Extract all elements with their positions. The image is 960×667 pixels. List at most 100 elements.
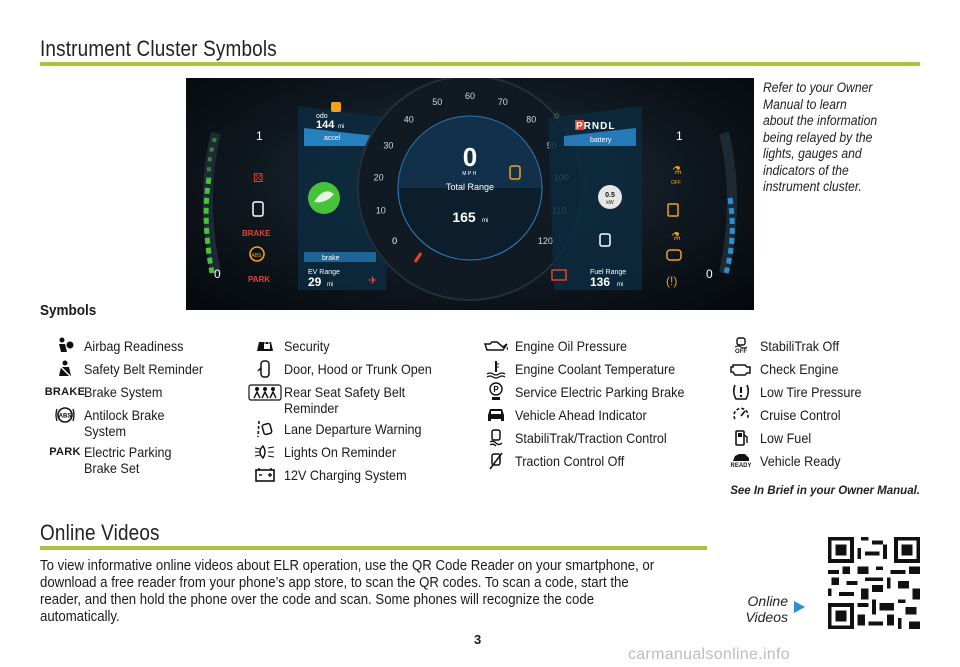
- svg-text:ABS: ABS: [59, 414, 72, 420]
- stabilitrak-off-warning-icon: ⚗: [672, 165, 682, 177]
- symbol-label: Vehicle Ahead Indicator: [515, 407, 647, 423]
- speed-tick-label: 70: [498, 97, 508, 107]
- ev-range-label: EV Range: [308, 269, 340, 276]
- symbol-label: Antilock Brake System: [84, 407, 165, 439]
- right-bar-gauge: [719, 131, 737, 275]
- videos-body-text: To view informative online videos about …: [40, 557, 655, 625]
- airbag-readiness-icon: [46, 336, 84, 356]
- symbol-label: Low Tire Pressure: [760, 384, 862, 400]
- symbol-label: Security: [284, 338, 330, 354]
- symbol-item: ABS Antilock Brake System: [46, 405, 216, 439]
- symbols-column-2: Security Door, Hood or Trunk Open Rear S…: [246, 336, 448, 488]
- speed-value: 0: [463, 142, 477, 172]
- low-tire-pressure-icon: [722, 382, 760, 402]
- videos-title: Online Videos: [40, 520, 160, 545]
- brief-note: See In Brief in your Owner Manual.: [730, 485, 920, 497]
- traction-off-icon: [477, 451, 515, 471]
- low-fuel-icon: [722, 428, 760, 448]
- symbol-item: OFF StabiliTrak Off: [722, 336, 873, 356]
- symbol-item: 12V Charging System: [246, 465, 448, 485]
- security-icon: [246, 336, 284, 356]
- symbol-label: Brake System: [84, 384, 163, 400]
- stabilitrak-off-text: OFF: [735, 349, 747, 355]
- symbol-label: StabiliTrak/Traction Control: [515, 430, 667, 446]
- seatbelt-warning-icon: ⚄: [253, 171, 263, 185]
- stabilitrak-icon: [477, 428, 515, 448]
- abs-warning-text: ABS: [252, 253, 263, 259]
- park-warning-text: PARK: [248, 275, 270, 284]
- symbol-item: Door, Hood or Trunk Open: [246, 359, 448, 379]
- total-range-unit: mi: [482, 218, 488, 224]
- coolant-temp-icon: [477, 359, 515, 379]
- side-note: Refer to your Owner Manual to learn abou…: [763, 80, 878, 194]
- charge-cord-icon: [599, 233, 611, 247]
- lane-departure-warning-icon: [509, 165, 521, 180]
- speed-needle: [413, 252, 423, 263]
- symbol-label: Lights On Reminder: [284, 444, 397, 460]
- lane-departure-icon: [246, 419, 284, 439]
- symbol-label: Low Fuel: [760, 430, 812, 446]
- symbol-item: READY Vehicle Ready: [722, 451, 873, 471]
- symbol-item: Lights On Reminder: [246, 442, 448, 462]
- symbol-item: Check Engine: [722, 359, 873, 379]
- total-range-label: Total Range: [446, 182, 494, 192]
- symbols-heading: Symbols: [40, 302, 97, 319]
- symbol-item: BRAKE Brake System: [45, 382, 216, 402]
- symbol-label: Cruise Control: [760, 407, 841, 423]
- speed-tick-label: 120: [538, 236, 553, 246]
- fuel-range-unit: mi: [617, 282, 623, 288]
- vehicle-ahead-warning-icon: ✈: [368, 275, 377, 287]
- symbols-column-3: Engine Oil Pressure Engine Coolant Tempe…: [477, 336, 703, 474]
- battery-label: battery: [590, 137, 612, 144]
- symbols-column-4: OFF StabiliTrak Off Check Engine Low Tir…: [722, 336, 873, 474]
- speedometer-inner: [397, 115, 543, 261]
- odo-unit: mi: [338, 124, 344, 130]
- door-warning-icon: [252, 201, 264, 217]
- left-gauge-bottom-label: 0: [214, 267, 221, 281]
- speed-tick-label: 50: [432, 97, 442, 107]
- rear-seat-belt-icon: [246, 382, 284, 402]
- brake-warning-text: BRAKE: [242, 229, 271, 238]
- oil-pressure-icon: [477, 336, 515, 356]
- check-engine-warning-icon: [666, 249, 682, 261]
- symbol-label: StabiliTrak Off: [760, 338, 840, 354]
- symbol-item: Vehicle Ahead Indicator: [477, 405, 703, 425]
- total-range-value: 165: [452, 209, 476, 225]
- symbol-item: Engine Oil Pressure: [477, 336, 703, 356]
- odo-label: odo: [316, 113, 328, 120]
- gear-indicator: PRNDL: [576, 121, 615, 132]
- speed-tick-label: 0: [392, 236, 397, 246]
- ev-range-value: 29: [308, 275, 322, 289]
- symbols-column-1: Airbag Readiness Safety Belt Reminder BR…: [45, 336, 216, 479]
- vehicle-ready-icon: READY: [722, 451, 760, 471]
- symbol-item: Airbag Readiness: [46, 336, 216, 356]
- symbol-label: Airbag Readiness: [84, 338, 184, 354]
- title-divider: [40, 62, 920, 66]
- symbol-label: Lane Departure Warning: [284, 421, 422, 437]
- speed-tick-label: 40: [404, 114, 414, 124]
- speed-tick-label: 20: [374, 172, 384, 182]
- lights-on-icon: [246, 442, 284, 462]
- fuel-range-value: 136: [590, 275, 610, 289]
- battery-bar: [564, 128, 636, 146]
- fuel-range-label: Fuel Range: [590, 269, 626, 276]
- videos-divider: [40, 546, 707, 550]
- online-videos-label: Online Videos: [745, 593, 788, 625]
- left-bar-gauge: [203, 131, 221, 275]
- safety-belt-icon: [46, 359, 84, 379]
- battery-warning-icon: [551, 269, 567, 281]
- symbol-item: Lane Departure Warning: [246, 419, 448, 439]
- vehicle-ahead-icon: [477, 405, 515, 425]
- symbol-label: Traction Control Off: [515, 453, 625, 469]
- instrument-cluster-image: 1 0 1 0 ⚄ BRAKE ABS PARK odo 144 mi acce…: [186, 78, 754, 310]
- symbol-item: Engine Coolant Temperature: [477, 359, 703, 379]
- gear-park-highlight: [575, 120, 584, 130]
- speed-tick-label: 80: [526, 114, 536, 124]
- qr-code[interactable]: [828, 537, 920, 629]
- speed-tick-label: 30: [383, 141, 393, 151]
- symbol-label: Service Electric Parking Brake: [515, 384, 685, 400]
- park-text-icon: PARK: [49, 446, 81, 458]
- security-warning-icon: [331, 102, 341, 112]
- symbol-label: Check Engine: [760, 361, 839, 377]
- symbol-label: Engine Coolant Temperature: [515, 361, 676, 377]
